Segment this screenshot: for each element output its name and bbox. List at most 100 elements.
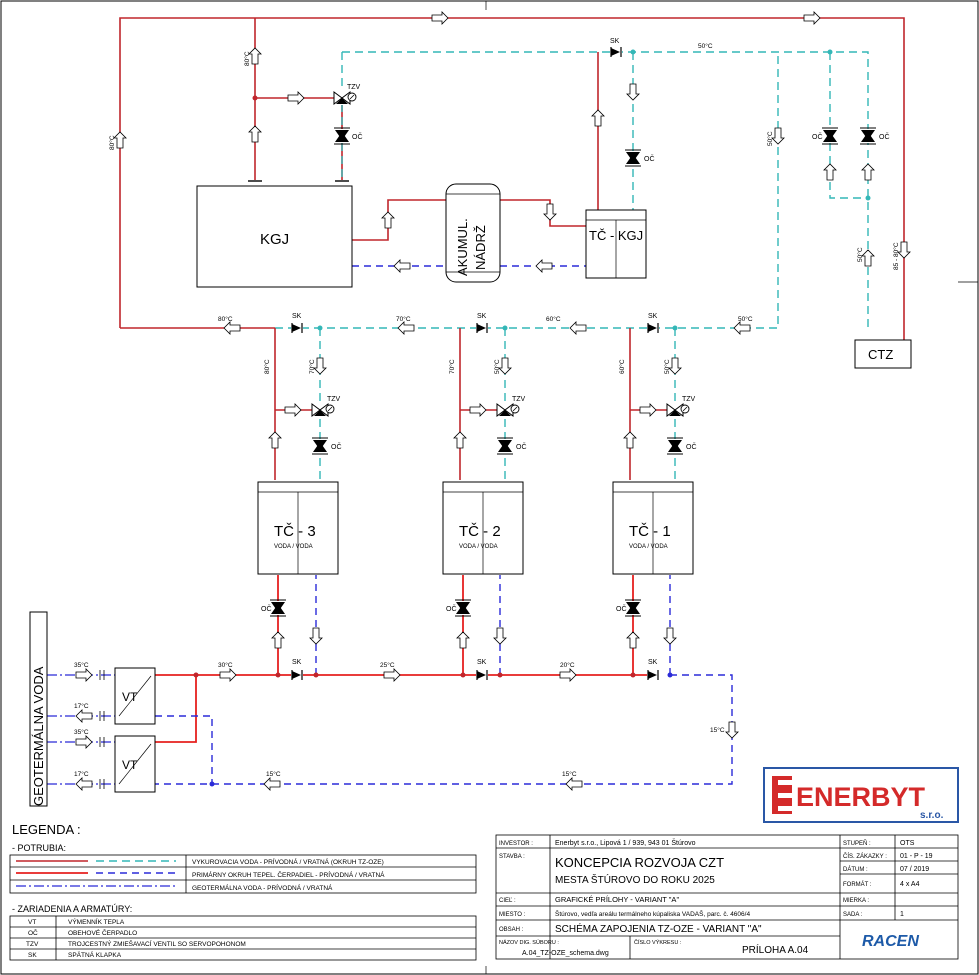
sk-f-label: SK bbox=[648, 659, 658, 666]
pump-oc-tckgj bbox=[624, 149, 642, 167]
check-valve-sk-b bbox=[475, 322, 489, 334]
temperature-labels: 80°C 80°C 50°C 50°C 50°C 85 - 80°C 80°C … bbox=[74, 42, 900, 778]
equipment-title: - ZARIADENIA A ARMATÚRY: bbox=[12, 904, 132, 914]
tb-stavba-1: KONCEPCIA ROZVOJA CZT bbox=[555, 855, 724, 870]
tc-3-sub: VODA / VODA bbox=[274, 544, 313, 550]
tb-stupen-label: STUPEŇ : bbox=[843, 840, 871, 847]
legend-pipe-3: GEOTERMÁLNA VODA - PRÍVODNÁ / VRATNÁ bbox=[192, 883, 333, 892]
legend-pipes-table: VYKUROVACIA VODA - PRÍVODNÁ / VRATNÁ (OK… bbox=[9, 854, 477, 894]
tb-ciel: GRAFICKÉ PRÍLOHY - VARIANT "A" bbox=[555, 895, 679, 904]
tb-obsah: SCHÉMA ZAPOJENIA TZ-OZE - VARIANT "A" bbox=[555, 922, 762, 935]
check-valve-sk-c bbox=[646, 322, 660, 334]
tc-kgj-label: TČ - KGJ bbox=[589, 228, 643, 243]
oc-1-label: OČ bbox=[686, 442, 697, 451]
tc-3-unit: TČ - 3 VODA / VODA bbox=[257, 481, 339, 575]
tzv-1-label: TZV bbox=[682, 396, 696, 403]
tc-2-sub: VODA / VODA bbox=[459, 544, 498, 550]
temp-15-b: 15°C bbox=[562, 770, 577, 778]
tc-1-unit: TČ - 1 VODA / VODA bbox=[612, 481, 694, 575]
pump-oc-p2 bbox=[454, 599, 472, 617]
eq-code-2: OČ bbox=[28, 928, 38, 937]
eq-code-3: TZV bbox=[26, 941, 39, 948]
temp-50-top: 50°C bbox=[698, 42, 713, 50]
tb-miesto-label: MIESTO : bbox=[499, 912, 526, 918]
temp-50-main: 50°C bbox=[738, 315, 753, 323]
legend-equipment-table: VT VÝMENNÍK TEPLA OČ OBEHOVÉ ČERPADLO TZ… bbox=[9, 915, 477, 961]
pump-oc-3 bbox=[311, 437, 329, 455]
temp-15-a: 15°C bbox=[266, 770, 281, 778]
sk-top-label: SK bbox=[610, 38, 620, 45]
geothermal-label-box bbox=[29, 611, 48, 807]
tb-mierka-label: MIERKA : bbox=[843, 898, 869, 904]
pump-oc-p1 bbox=[624, 599, 642, 617]
check-valve-sk-a bbox=[290, 322, 304, 334]
accumulation-tank: AKUMUL. NÁDRŽ bbox=[445, 183, 501, 283]
temp-80-main: 80°C bbox=[218, 315, 233, 323]
sk-c-label: SK bbox=[648, 313, 658, 320]
pump-oc-kgj bbox=[333, 127, 351, 145]
geothermal-title: GEOTERMÁLNA VODA bbox=[31, 666, 46, 806]
check-valve-sk-e bbox=[475, 669, 489, 681]
eq-code-1: VT bbox=[28, 919, 36, 926]
tb-format: 4 x A4 bbox=[900, 881, 920, 888]
tb-datum-label: DÁTUM : bbox=[843, 866, 868, 873]
tb-ciel-label: CIEĽ : bbox=[499, 898, 516, 904]
oc-ctz-2-label: OČ bbox=[879, 132, 890, 141]
temp-50-ctz: 50°C bbox=[856, 247, 864, 262]
oc-ctz-1-label: OČ bbox=[812, 132, 823, 141]
pump-oc-p3 bbox=[269, 599, 287, 617]
temp-35-b: 35°C bbox=[74, 728, 89, 736]
tzv-3-label: TZV bbox=[327, 396, 341, 403]
title-block: INVESTOR : Enerbyt s.r.o., Lipová 1 / 93… bbox=[495, 834, 959, 960]
flow-arrows bbox=[75, 11, 911, 791]
temp-17-b: 17°C bbox=[74, 770, 89, 778]
logo-text: ENERBYT bbox=[796, 782, 926, 812]
racen-logo: RACEN bbox=[862, 933, 919, 950]
vt-2-label: VT bbox=[122, 758, 138, 772]
ctz-box: CTZ bbox=[854, 339, 912, 369]
tc-2-label: TČ - 2 bbox=[459, 523, 501, 540]
sk-b-label: SK bbox=[477, 313, 487, 320]
oc-p1-label: OČ bbox=[616, 604, 627, 613]
tb-stavba-label: STAVBA : bbox=[499, 854, 525, 860]
tb-nazov: A.04_TZ-OZE_schema.dwg bbox=[522, 950, 609, 957]
check-valve-sk-f bbox=[646, 669, 660, 681]
tb-zakazky: 01 - P - 19 bbox=[900, 853, 933, 860]
tb-sada: 1 bbox=[900, 911, 904, 918]
temp-80-left: 80°C bbox=[108, 135, 116, 150]
temp-50-tc2r: 50°C bbox=[493, 359, 501, 374]
tzv-2-label: TZV bbox=[512, 396, 526, 403]
temp-30: 30°C bbox=[218, 661, 233, 669]
oc-p2-label: OČ bbox=[446, 604, 457, 613]
tb-obsah-label: OBSAH : bbox=[499, 927, 524, 933]
tb-nazov-label: NÁZOV DIG. SÚBORU : bbox=[499, 939, 559, 946]
temp-85-80: 85 - 80°C bbox=[892, 242, 900, 270]
temp-70-main: 70°C bbox=[396, 315, 411, 323]
tank-label-akumul: AKUMUL. bbox=[455, 218, 470, 276]
pump-oc-ctz-1 bbox=[821, 127, 839, 145]
eq-desc-1: VÝMENNÍK TEPLA bbox=[68, 917, 125, 926]
temp-20: 20°C bbox=[560, 661, 575, 669]
tc-1-label: TČ - 1 bbox=[629, 523, 671, 540]
eq-code-4: SK bbox=[28, 952, 37, 959]
kgj-label: KGJ bbox=[260, 231, 289, 248]
enerbyt-logo: ENERBYT s.r.o. bbox=[763, 767, 959, 823]
tzv-kgj-label: TZV bbox=[347, 84, 361, 91]
legend-title: LEGENDA : bbox=[12, 822, 81, 837]
legend-pipe-1: VYKUROVACIA VODA - PRÍVODNÁ / VRATNÁ (OK… bbox=[192, 857, 384, 866]
temp-70-tc2: 70°C bbox=[448, 359, 456, 374]
oc-p3-label: OČ bbox=[261, 604, 272, 613]
tc-2-unit: TČ - 2 VODA / VODA bbox=[442, 481, 524, 575]
tb-investor: Enerbyt s.r.o., Lipová 1 / 939, 943 01 Š… bbox=[555, 838, 696, 847]
tb-cislo: PRÍLOHA A.04 bbox=[742, 943, 809, 956]
tb-investor-label: INVESTOR : bbox=[499, 841, 533, 847]
pipes-title: - POTRUBIA: bbox=[12, 843, 66, 853]
mixing-valve-tzv-3 bbox=[311, 402, 335, 418]
check-valve-sk-d bbox=[290, 669, 304, 681]
logo-sub: s.r.o. bbox=[920, 810, 944, 821]
temp-50-right: 50°C bbox=[766, 131, 774, 146]
temp-60-tc1: 60°C bbox=[618, 359, 626, 374]
temp-60-main: 60°C bbox=[546, 315, 561, 323]
